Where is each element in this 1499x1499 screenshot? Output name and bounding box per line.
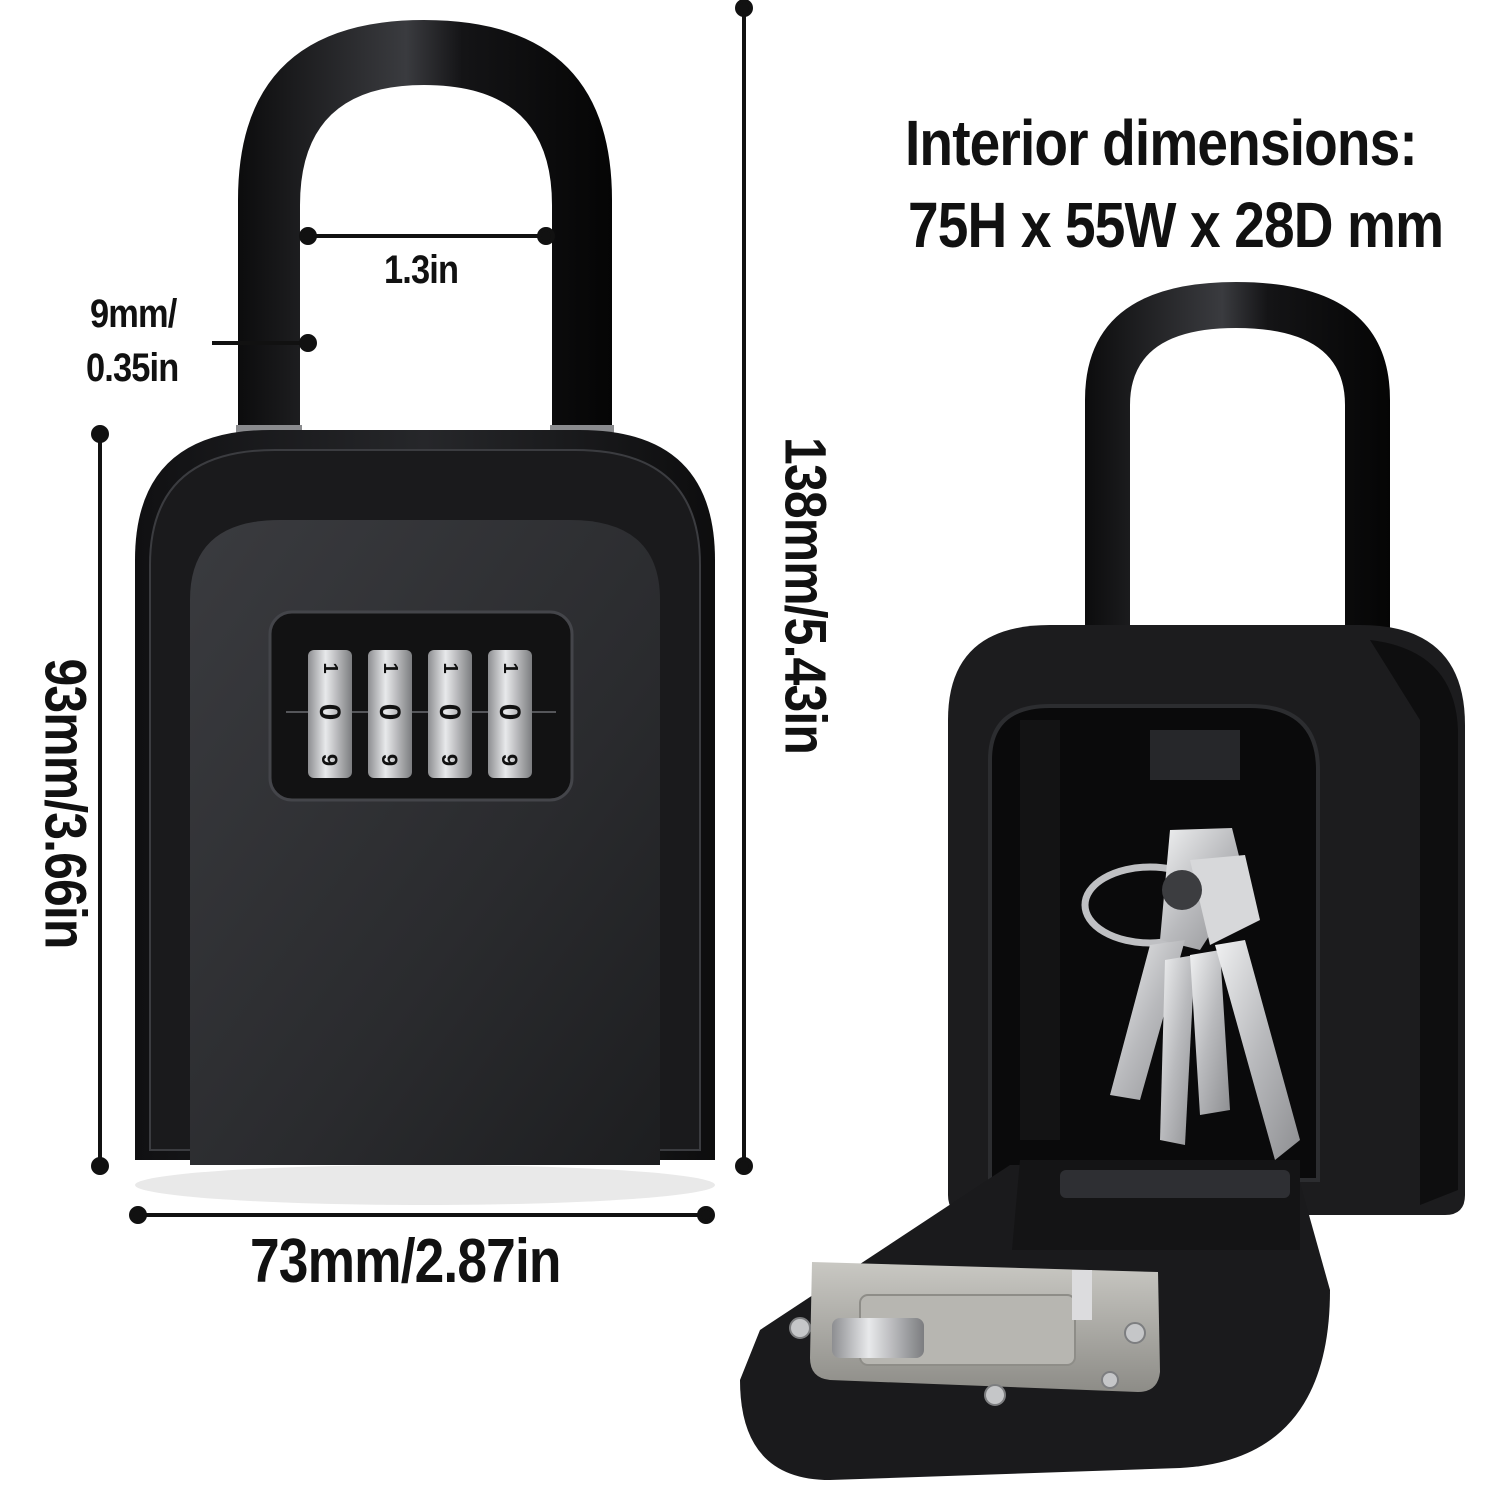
- shackle-width-dot-right: [537, 227, 555, 245]
- dial-wheel-2: [368, 650, 412, 778]
- interior-dimensions-title: Interior dimensions:: [905, 107, 1418, 179]
- shadow: [135, 1165, 715, 1205]
- closed-lockbox: 1 1 1 1 0 0 0 0 9 9 9 9: [135, 20, 715, 1205]
- dial-wheel-4: [488, 650, 532, 778]
- digit-bottom-1: 9: [317, 754, 342, 766]
- body-height-dot-top: [91, 425, 109, 443]
- lock-mechanism: [789, 1262, 1160, 1406]
- open-shackle: [1085, 282, 1390, 665]
- digit-top-1: 1: [319, 662, 341, 673]
- digit-bottom-3: 9: [437, 754, 462, 766]
- shackle-width-dot-left: [299, 227, 317, 245]
- total-height-dot-top: [735, 0, 753, 17]
- screw-4: [1101, 1371, 1119, 1389]
- digit-mid-4: 0: [493, 704, 526, 721]
- body-height-dot-bottom: [91, 1157, 109, 1175]
- screw-2: [1124, 1322, 1146, 1344]
- latch-slot: [1150, 730, 1240, 780]
- bolt: [832, 1318, 924, 1358]
- dial-digits: 1 1 1 1 0 0 0 0 9 9 9 9: [313, 662, 526, 766]
- digit-top-4: 1: [499, 662, 521, 673]
- key-hole: [1162, 870, 1202, 910]
- hinge-pin: [1060, 1170, 1290, 1198]
- digit-mid-1: 0: [313, 704, 346, 721]
- shackle-width-label: 1.3in: [384, 248, 459, 292]
- key-blade-3: [1190, 950, 1230, 1115]
- shackle-thickness-dot: [299, 334, 317, 352]
- cavity-wall: [1020, 720, 1060, 1140]
- shackle-thickness-mm-label: 9mm/: [90, 292, 177, 336]
- body-side: [1370, 640, 1458, 1205]
- dial-wheels: [308, 650, 532, 778]
- release-lever: [1072, 1270, 1092, 1320]
- digit-mid-3: 0: [433, 704, 466, 721]
- key-blade-2: [1160, 955, 1195, 1145]
- screw-3: [984, 1384, 1006, 1406]
- dial-wheel-3: [428, 650, 472, 778]
- dimension-lines: [91, 0, 753, 1224]
- interior-dimensions-value: 75H x 55W x 28D mm: [908, 189, 1444, 261]
- shackle-thickness-in-label: 0.35in: [86, 346, 179, 390]
- screw-1: [789, 1317, 811, 1339]
- body-width-label: 73mm/2.87in: [250, 1227, 562, 1296]
- open-lockbox: [740, 282, 1465, 1480]
- digit-bottom-4: 9: [497, 754, 522, 766]
- digit-top-2: 1: [379, 662, 401, 673]
- digit-top-3: 1: [439, 662, 461, 673]
- dial-wheel-1: [308, 650, 352, 778]
- key-head-2: [1190, 855, 1260, 945]
- digit-mid-2: 0: [373, 704, 406, 721]
- body-width-dot-right: [697, 1206, 715, 1224]
- closed-shackle: [238, 20, 612, 440]
- body-width-dot-left: [129, 1206, 147, 1224]
- digit-bottom-2: 9: [377, 754, 402, 766]
- key-blade-4: [1215, 940, 1300, 1160]
- total-height-dot-bottom: [735, 1157, 753, 1175]
- body-height-label: 93mm/3.66in: [32, 658, 98, 949]
- key-ring-icon: [1081, 828, 1300, 1160]
- total-height-label: 138mm/5.43in: [772, 437, 838, 754]
